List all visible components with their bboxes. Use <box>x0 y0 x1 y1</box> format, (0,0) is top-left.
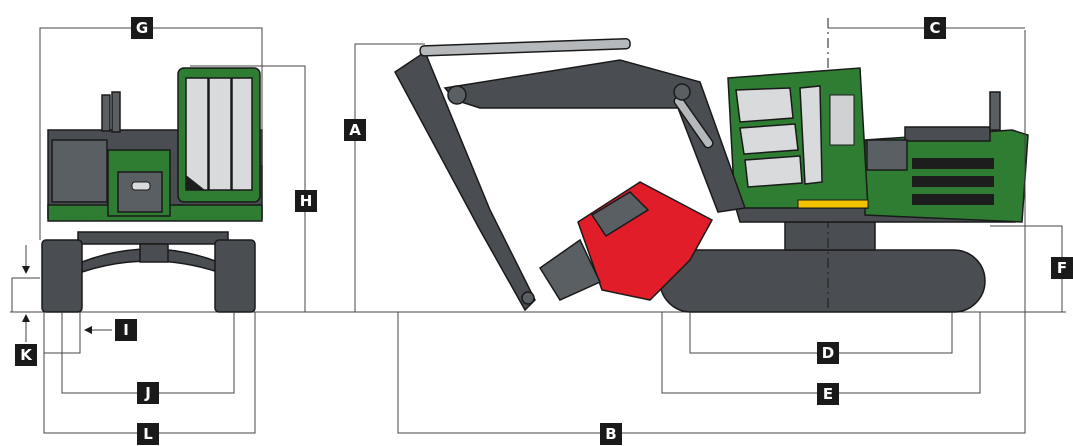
side-view <box>394 18 1029 313</box>
side-exhaust-stack <box>989 91 1001 131</box>
side-vent-2 <box>912 176 994 187</box>
front-air-intake <box>111 91 121 133</box>
front-light <box>131 181 151 191</box>
side-stick-cylinder <box>419 38 631 57</box>
front-track-left <box>41 239 83 313</box>
front-cab-seat <box>186 175 205 190</box>
front-view <box>10 67 1066 313</box>
label-a-text: A <box>349 121 361 139</box>
dim-k-bracket <box>11 277 40 313</box>
dim-k-arrowhead-down <box>22 266 30 274</box>
label-i-text: I <box>123 321 129 339</box>
label-i: I <box>115 319 137 341</box>
side-hood-panel <box>866 139 908 171</box>
label-e: E <box>817 383 839 405</box>
side-cab-window-1 <box>735 87 794 123</box>
label-k-text: K <box>20 346 33 364</box>
side-wrist-attachment <box>538 238 602 301</box>
side-yellow-stripe <box>797 199 869 209</box>
dim-h <box>190 65 306 312</box>
label-j-text: J <box>144 384 151 402</box>
label-f: F <box>1051 257 1073 279</box>
label-a: A <box>344 119 366 141</box>
front-track-right <box>214 239 256 313</box>
label-d-text: D <box>822 344 834 362</box>
side-cab-window-2 <box>739 123 799 155</box>
dim-a <box>354 43 425 312</box>
label-g: G <box>131 17 153 39</box>
side-cab-window-3 <box>744 155 803 188</box>
front-carbody <box>77 231 229 245</box>
front-grille <box>117 171 163 213</box>
label-b-text: B <box>605 425 616 443</box>
side-cab-door-window <box>799 85 823 185</box>
front-engine-module <box>51 139 108 203</box>
dim-l <box>43 312 256 434</box>
side-boom-pin <box>447 85 467 105</box>
label-l: L <box>137 423 159 445</box>
dim-b <box>397 30 1026 434</box>
front-exhaust-stack <box>101 94 111 132</box>
label-j: J <box>137 382 159 404</box>
label-g-text: G <box>136 19 148 37</box>
label-c-text: C <box>929 19 940 37</box>
side-boom-foot-pin <box>673 83 691 101</box>
label-b: B <box>600 423 622 445</box>
side-track-frame <box>659 249 986 313</box>
front-cab-window-left <box>185 77 209 191</box>
label-h: H <box>295 190 317 212</box>
label-d: D <box>817 342 839 364</box>
dim-j <box>61 312 235 394</box>
dim-f <box>990 225 1063 312</box>
label-l-text: L <box>143 425 153 443</box>
front-dimensions <box>11 27 306 434</box>
dim-k-arrowhead-up <box>22 314 30 322</box>
label-c: C <box>924 17 946 39</box>
label-k: K <box>15 344 37 366</box>
side-vent-1 <box>912 158 994 169</box>
side-boom <box>443 59 747 213</box>
dim-i-arrowhead <box>84 326 92 334</box>
side-vent-3 <box>912 194 994 205</box>
front-cab-window-center <box>208 77 232 191</box>
label-f-text: F <box>1057 259 1067 277</box>
side-engine-top <box>904 126 991 142</box>
label-e-text: E <box>823 385 833 403</box>
side-cab-grille <box>829 94 855 146</box>
label-h-text: H <box>300 192 313 210</box>
side-swing-bearing <box>784 221 876 251</box>
side-head-hanger <box>590 191 650 238</box>
front-cab-window-right <box>231 77 253 191</box>
front-center-joint <box>139 243 169 263</box>
side-stick-tip-pin <box>521 291 535 305</box>
